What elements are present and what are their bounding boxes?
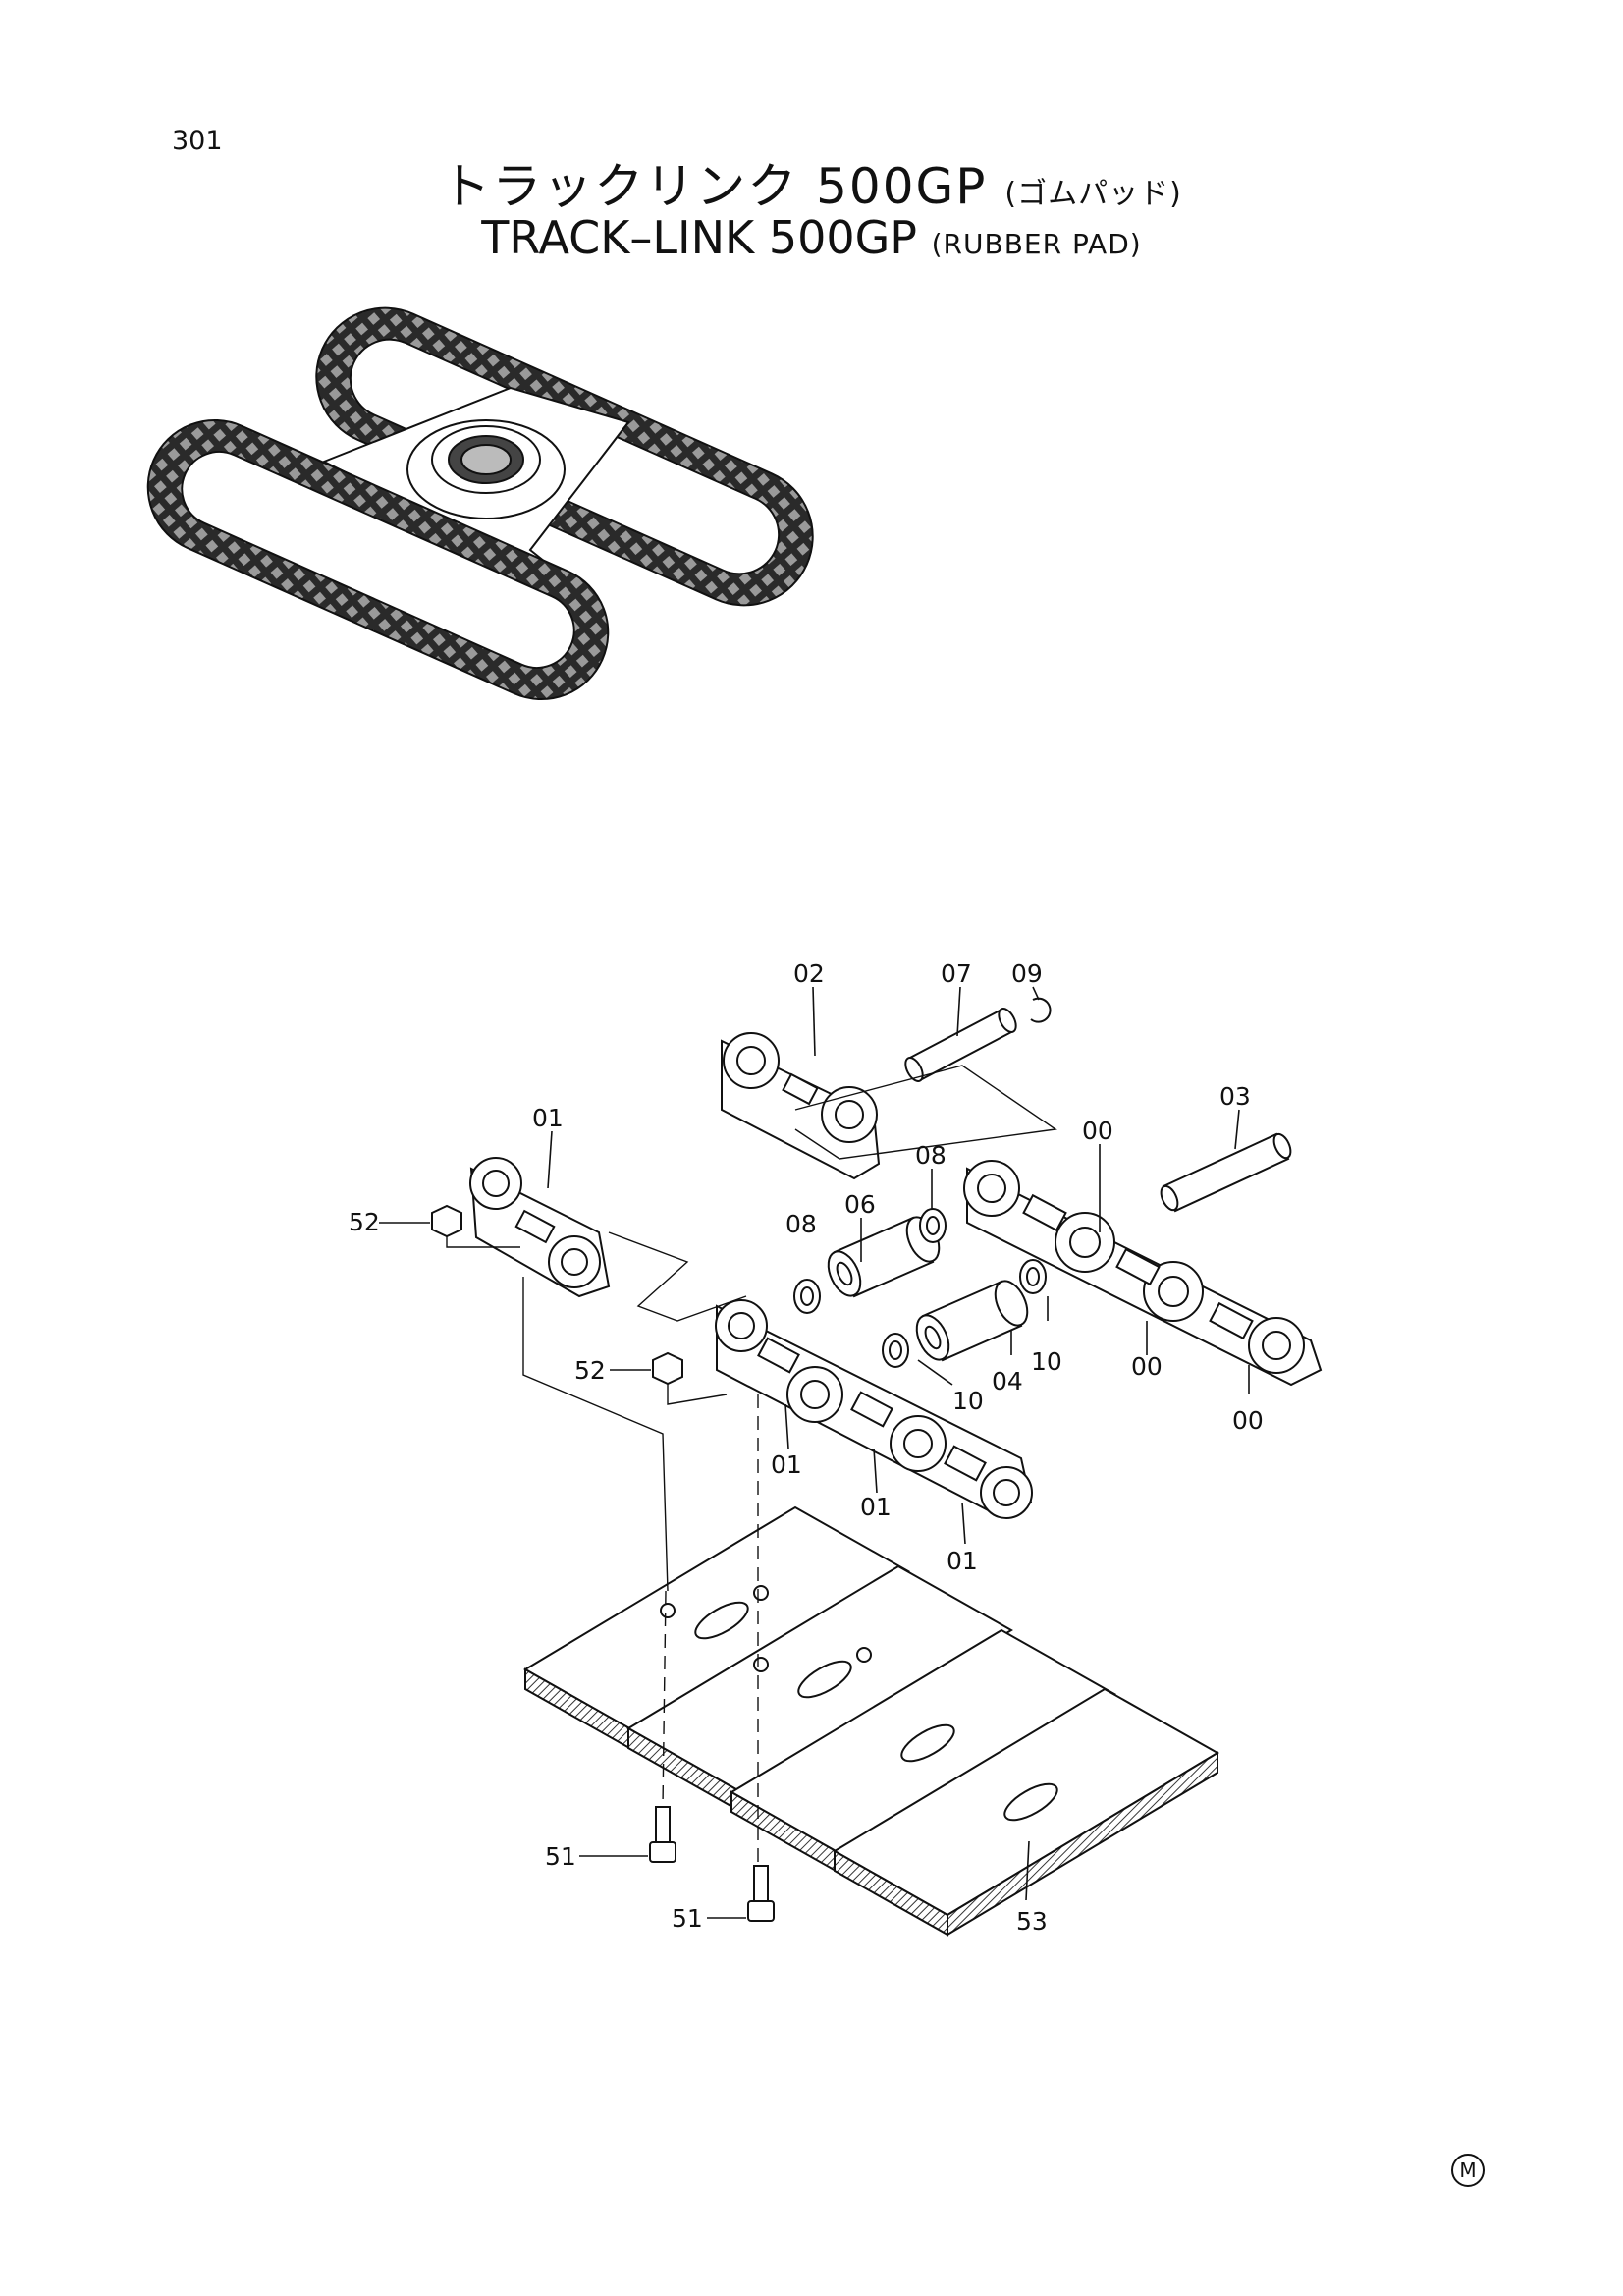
label-01b: 01 [771,1450,802,1479]
label-00a: 00 [1082,1117,1113,1145]
bolt-51 [649,1806,775,1922]
label-09: 09 [1011,959,1043,988]
label-02: 02 [793,959,825,988]
bushing-04 [915,1280,1029,1362]
label-08a: 08 [915,1141,947,1170]
alignment-lines [446,1065,1057,1866]
nut-52 [431,1204,683,1386]
rubber-pad-shoes-53 [523,1505,1219,1937]
label-52a: 52 [349,1208,380,1236]
label-01d: 01 [947,1547,978,1575]
page-number: 301 [172,126,223,156]
clip-09 [1030,997,1052,1023]
manufacturer-mark: M [1451,2154,1485,2187]
label-10b: 10 [952,1387,984,1415]
label-08b: 08 [785,1210,817,1238]
label-10a: 10 [1031,1347,1062,1376]
exploded-parts [431,997,1323,1937]
label-04: 04 [992,1367,1023,1395]
label-00c: 00 [1232,1406,1264,1435]
label-06: 06 [844,1190,876,1219]
label-51a: 51 [545,1842,576,1871]
undercarriage-illustration [146,306,814,701]
title-jp-main: トラックリンク 500GP [441,158,988,215]
title-jp-sub: (ゴムパッド) [1004,177,1182,211]
title-en-sub: (RUBBER PAD) [931,228,1142,260]
pin-07 [904,1008,1017,1082]
page-title-english: TRACK–LINK 500GP (RUBBER PAD) [0,211,1623,264]
label-00b: 00 [1131,1352,1163,1381]
label-01a: 01 [532,1104,564,1132]
part-labels: 09 07 02 03 00 01 08 06 08 52 52 10 04 1… [349,959,1264,1936]
outer-link-02 [721,1032,881,1180]
label-52b: 52 [574,1356,606,1385]
inner-link-chain-01 [715,1299,1033,1519]
label-51b: 51 [672,1904,703,1933]
leader-lines [379,986,1250,1919]
link-assembly-00 [963,1160,1323,1387]
label-01c: 01 [860,1493,892,1521]
label-07: 07 [941,959,972,988]
pin-03 [1160,1132,1292,1213]
label-53: 53 [1016,1907,1048,1936]
inner-link-01 [469,1157,611,1298]
page-title-japanese: トラックリンク 500GP (ゴムパッド) [0,147,1623,218]
seals [793,1208,1047,1368]
label-03: 03 [1219,1082,1251,1111]
title-en-main: TRACK–LINK 500GP [481,211,917,264]
